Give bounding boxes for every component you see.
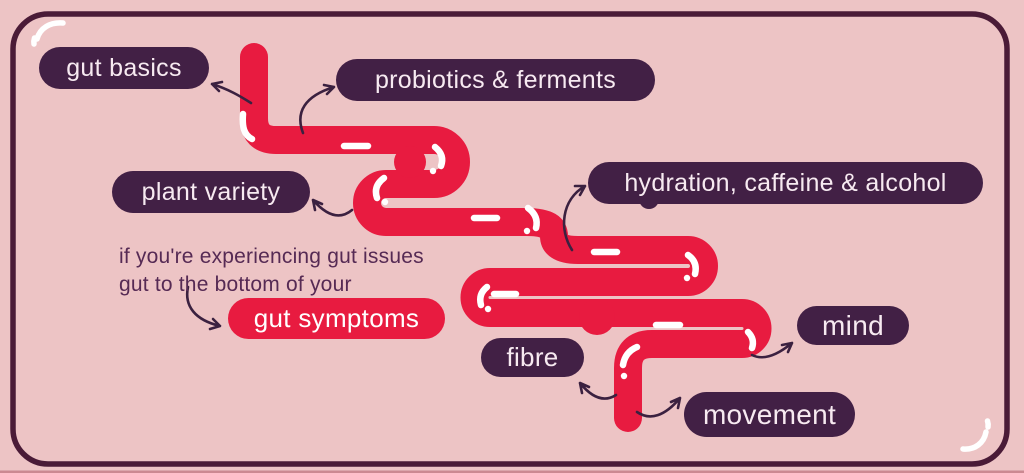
topic-pill-hydration-caffeine-alcohol: hydration, caffeine & alcohol bbox=[588, 162, 983, 204]
arrow-to-gut-symptoms bbox=[185, 285, 222, 331]
sparkle-arc-icon bbox=[960, 418, 991, 452]
bottom-edge-strip bbox=[0, 470, 1024, 473]
tube-highlights bbox=[239, 110, 757, 380]
gut-bulge bbox=[579, 299, 615, 335]
topic-pill-mind: mind bbox=[797, 306, 909, 345]
topic-pill-fibre: fibre bbox=[481, 338, 584, 377]
topic-pill-plant-variety: plant variety bbox=[112, 171, 310, 213]
arrow-to-plant-variety bbox=[311, 198, 354, 217]
topic-pill-movement: movement bbox=[684, 392, 855, 437]
arrow-to-fibre bbox=[578, 381, 618, 400]
sparkle-arc-icon bbox=[31, 20, 66, 47]
arrow-to-hydration bbox=[562, 184, 587, 252]
topic-pill-gut-basics: gut basics bbox=[39, 47, 209, 89]
note-line-2: gut to the bottom of your bbox=[119, 273, 352, 296]
note-line-1: if you're experiencing gut issues bbox=[119, 245, 424, 268]
arrow-to-gut-basics bbox=[210, 80, 253, 105]
gut-bulge bbox=[394, 146, 426, 178]
topic-pill-gut-symptoms: gut symptoms bbox=[228, 298, 445, 339]
border-frame bbox=[10, 11, 1010, 467]
topic-pill-probiotics-ferments: probiotics & ferments bbox=[336, 59, 655, 101]
arrow-to-probiotics bbox=[299, 83, 336, 135]
arrow-to-mind bbox=[750, 341, 794, 359]
arrow-to-movement bbox=[635, 396, 682, 418]
note-text: if you're experiencing gut issues gut to… bbox=[119, 243, 424, 299]
gut-tract-path bbox=[240, 43, 772, 432]
